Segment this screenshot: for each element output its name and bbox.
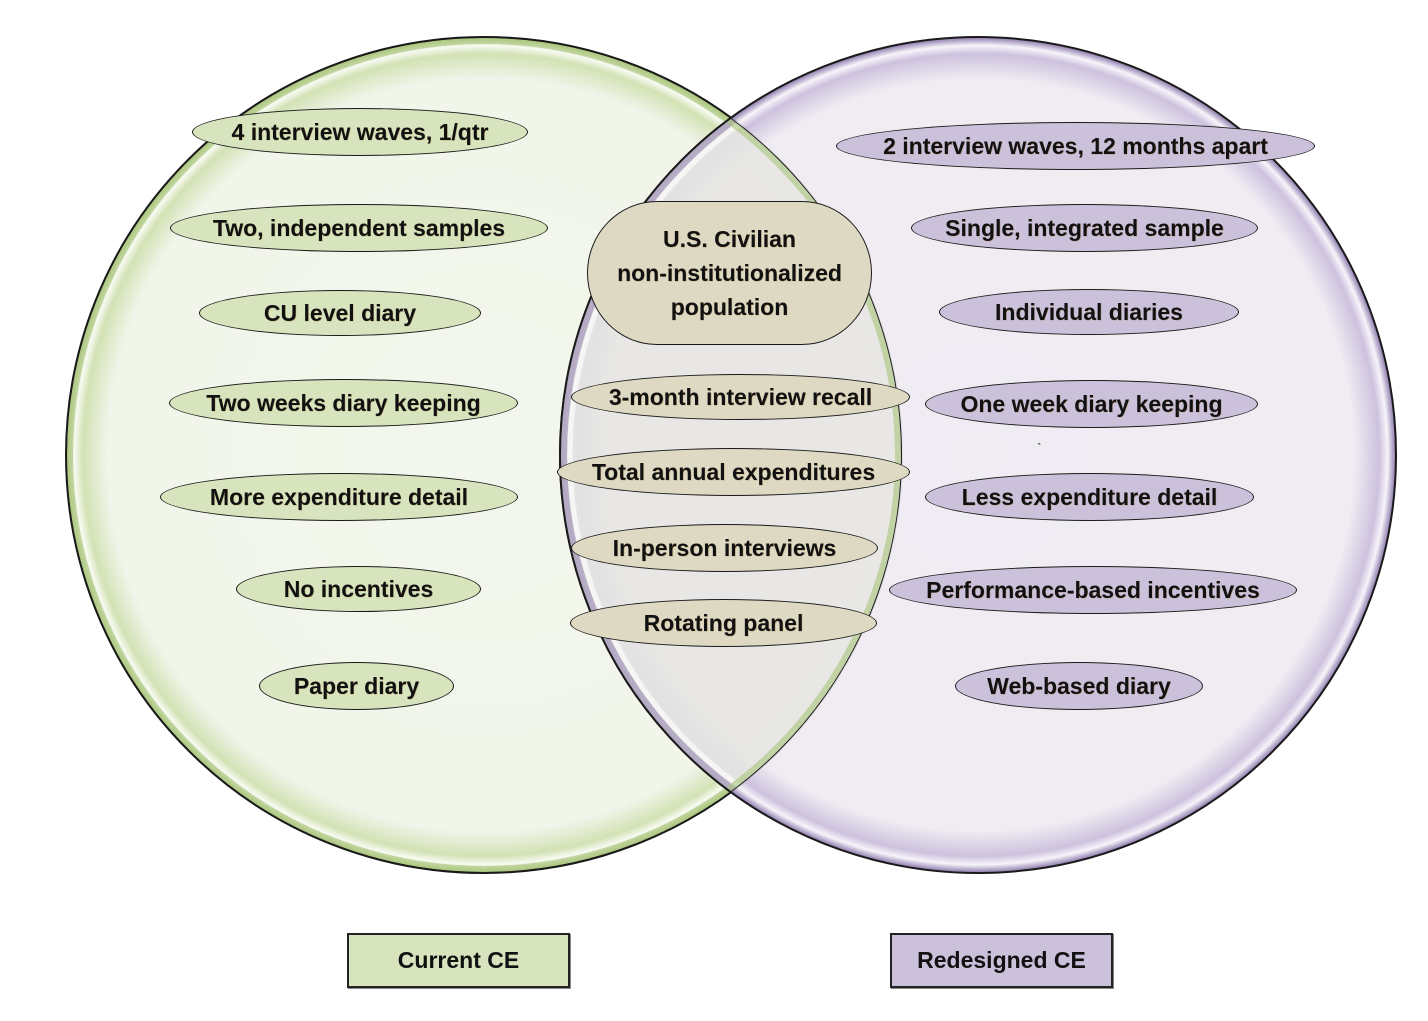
redesigned-item-interview-waves: 2 interview waves, 12 months apart xyxy=(836,122,1315,170)
current-item-diary-format: Paper diary xyxy=(259,662,454,710)
stray-mark: ` xyxy=(1037,440,1042,456)
current-item-diary-keeping: Two weeks diary keeping xyxy=(169,379,518,427)
redesigned-item-diary-format: Web-based diary xyxy=(955,662,1203,710)
redesigned-item-expenditure-detail: Less expenditure detail xyxy=(925,473,1254,521)
redesigned-item-incentives: Performance-based incentives xyxy=(889,566,1297,614)
redesigned-item-diaries: Individual diaries xyxy=(939,289,1239,335)
legend-current-ce: Current CE xyxy=(347,933,570,988)
population-line-3: population xyxy=(670,294,789,320)
shared-item-population: U.S. Civilian non-institutionalized popu… xyxy=(587,201,872,345)
population-line-1: U.S. Civilian xyxy=(663,226,796,252)
shared-item-annual-expenditures: Total annual expenditures xyxy=(557,448,910,496)
current-item-interview-waves: 4 interview waves, 1/qtr xyxy=(192,108,528,156)
redesigned-item-diary-keeping: One week diary keeping xyxy=(925,380,1258,428)
shared-item-recall: 3-month interview recall xyxy=(571,374,910,420)
current-item-expenditure-detail: More expenditure detail xyxy=(160,473,518,521)
redesigned-item-samples: Single, integrated sample xyxy=(911,204,1258,252)
current-item-samples: Two, independent samples xyxy=(170,204,548,252)
legend-redesigned-ce: Redesigned CE xyxy=(890,933,1113,988)
population-line-2: non-institutionalized xyxy=(617,260,842,286)
shared-item-rotating-panel: Rotating panel xyxy=(570,599,877,647)
current-item-diary-level: CU level diary xyxy=(199,290,481,336)
shared-item-interviews: In-person interviews xyxy=(571,524,878,572)
current-item-incentives: No incentives xyxy=(236,566,481,612)
